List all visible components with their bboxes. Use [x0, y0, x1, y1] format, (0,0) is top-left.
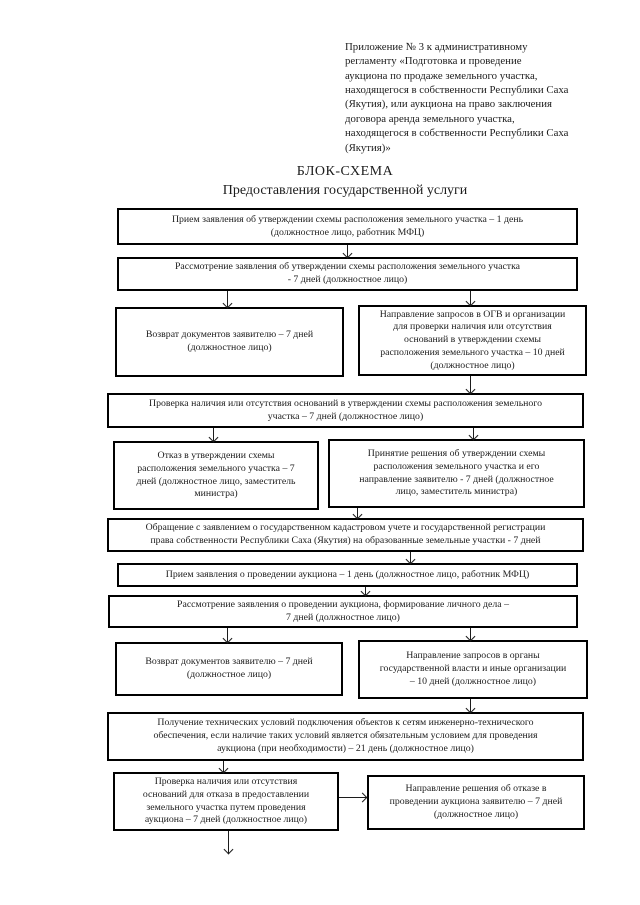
arrow-down-icon: [213, 428, 214, 441]
arrow-down-icon: [227, 628, 228, 642]
flow-step-cadastral-registration: Обращение с заявлением о государственном…: [107, 518, 584, 552]
page-subtitle: Предоставления государственной услуги: [222, 183, 468, 198]
flow-step-send-requests-ogv: Направление запросов в ОГВ и организации…: [358, 305, 587, 376]
arrow-down-icon: [470, 628, 471, 640]
flow-step-receive-auction-application: Прием заявления о проведении аукциона – …: [117, 563, 578, 587]
arrow-down-icon: [470, 291, 471, 305]
arrow-down-icon: [347, 245, 348, 257]
arrow-down-icon: [228, 831, 229, 853]
page-title: БЛОК-СХЕМА: [296, 164, 394, 179]
flow-step-review-scheme-application: Рассмотрение заявления об утверждении сх…: [117, 257, 578, 291]
arrow-down-icon: [470, 376, 471, 393]
arrow-down-icon: [223, 761, 224, 772]
flow-step-return-documents-2: Возврат документов заявителю – 7 дней (д…: [115, 642, 343, 696]
flow-step-send-refusal-decision: Направление решения об отказе в проведен…: [367, 775, 585, 830]
arrow-down-icon: [410, 552, 411, 563]
arrow-down-icon: [357, 508, 358, 518]
title-block: БЛОК-СХЕМА Предоставления государственно…: [50, 164, 640, 199]
arrow-down-icon: [365, 587, 366, 595]
flow-step-check-refusal-grounds: Проверка наличия или отсутствия основани…: [113, 772, 339, 831]
flow-step-return-documents-1: Возврат документов заявителю – 7 дней (д…: [115, 307, 344, 377]
arrow-right-icon: [339, 797, 366, 798]
flow-step-check-scheme-grounds: Проверка наличия или отсутствия основани…: [107, 393, 584, 428]
arrow-down-icon: [227, 291, 228, 307]
annotation-note: Приложение № 3 к административному регла…: [345, 41, 569, 154]
flow-step-send-requests-authorities: Направление запросов в органы государств…: [358, 640, 588, 699]
flow-step-receive-scheme-application: Прием заявления об утверждении схемы рас…: [117, 208, 578, 245]
flow-step-technical-conditions: Получение технических условий подключени…: [107, 712, 584, 761]
flow-step-approve-scheme: Принятие решения об утверждении схемы ра…: [328, 439, 585, 508]
flow-step-review-auction-application: Рассмотрение заявления о проведении аукц…: [108, 595, 578, 628]
arrow-down-icon: [470, 699, 471, 712]
flow-step-refuse-scheme: Отказ в утверждении схемы расположения з…: [113, 441, 319, 510]
arrow-down-icon: [473, 428, 474, 439]
